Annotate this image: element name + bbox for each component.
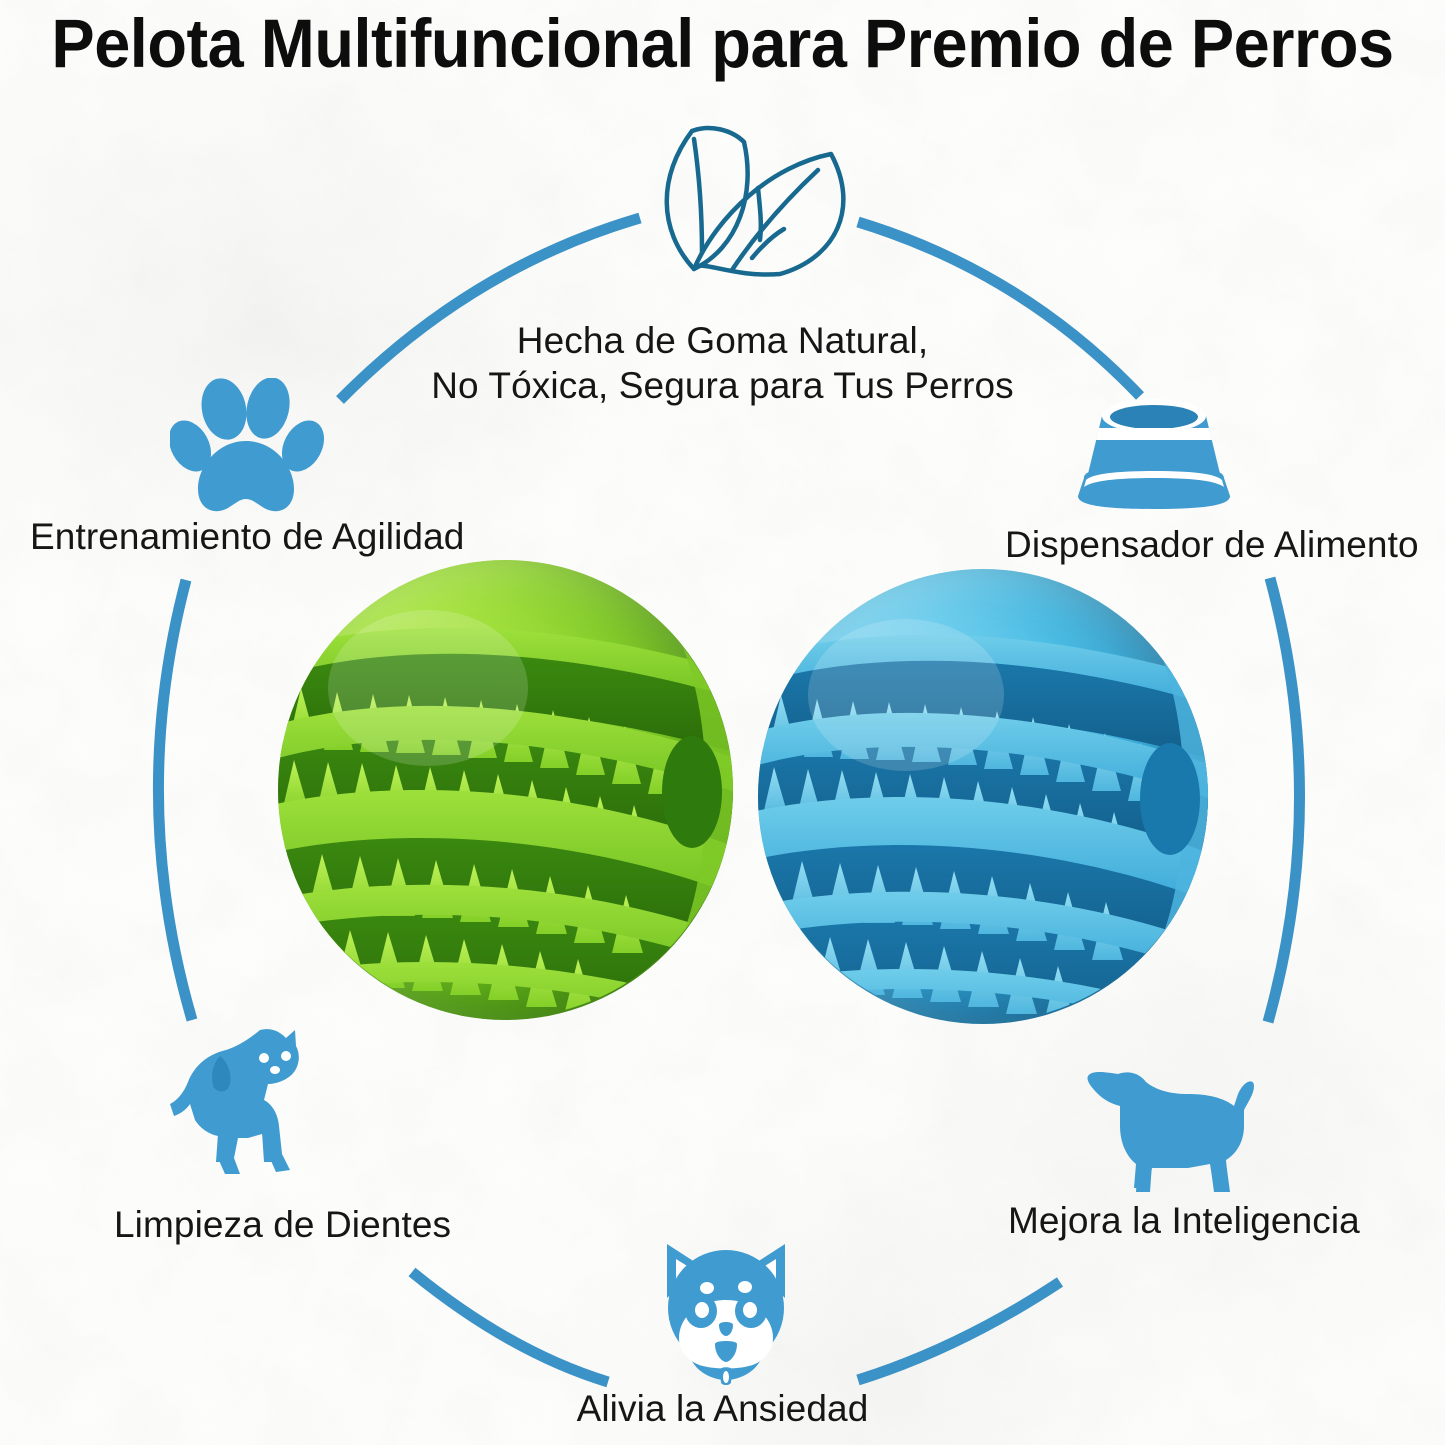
arc-bottomleft [408,1267,610,1388]
dog-bowl-icon [1066,392,1242,510]
product-ball-green [278,560,733,1020]
feature-label-agility-training: Entrenamiento de Agilidad [30,516,465,557]
product-photo [258,555,1238,1035]
feature-label-natural-rubber: Hecha de Goma Natural, No Tóxica, Segura… [0,318,1445,408]
feature-label-food-dispenser: Dispensador de Alimento [1005,524,1419,565]
feature-label-intelligence: Mejora la Inteligencia [1008,1200,1360,1241]
arc-left [152,578,198,1022]
arc-right [1262,576,1305,1024]
feature-label-anxiety-relief: Alivia la Ansiedad [576,1388,869,1429]
arc-bottomright [856,1277,1064,1386]
puppy-silhouette-icon [168,1022,333,1192]
leaf-icon [640,112,870,287]
arc-topright [856,216,1144,400]
arc-topleft [336,212,642,404]
page-title: Pelota Multifuncional para Premio de Per… [51,5,1394,82]
product-ball-blue [758,569,1208,1024]
paw-print-icon [168,377,325,520]
dog-face-icon [645,1240,807,1385]
dog-silhouette-icon [1078,1068,1256,1196]
feature-label-teeth-cleaning: Limpieza de Dientes [114,1204,452,1245]
feature-label-natural-rubber-line1: Hecha de Goma Natural, [516,320,929,361]
feature-label-natural-rubber-line2: No Tóxica, Segura para Tus Perros [431,365,1014,407]
